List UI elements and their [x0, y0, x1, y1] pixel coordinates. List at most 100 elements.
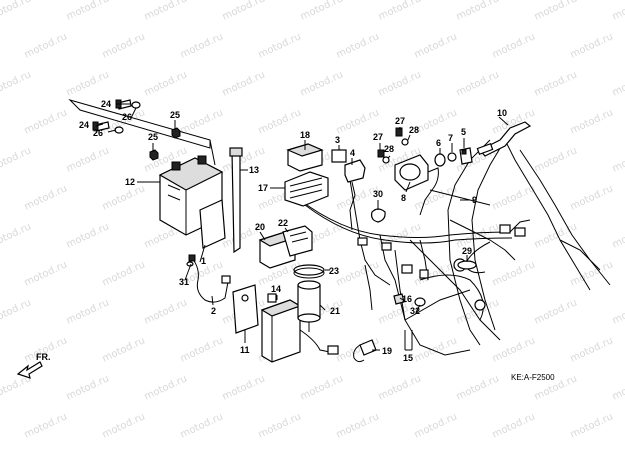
- callout-24b: 24: [79, 120, 89, 130]
- watermark-text: motod.ru: [455, 69, 501, 98]
- watermark-text: motod.ru: [611, 145, 625, 174]
- watermark-text: motod.ru: [101, 183, 147, 212]
- callout-9: 9: [472, 195, 477, 205]
- wire-harness: [299, 179, 531, 321]
- watermark-text: motod.ru: [0, 69, 33, 98]
- part-20-22: [258, 225, 313, 269]
- callout-11: 11: [240, 345, 250, 355]
- watermark-text: motod.ru: [611, 221, 625, 250]
- watermark-text: motod.ru: [101, 259, 147, 288]
- callout-21: 21: [330, 306, 340, 316]
- part-23: [293, 264, 325, 279]
- watermark-text: motod.ru: [455, 373, 501, 402]
- callout-20: 20: [255, 222, 265, 232]
- watermark-text: motod.ru: [533, 0, 579, 23]
- arrow-icon: [16, 361, 43, 379]
- watermark-text: motod.ru: [491, 335, 537, 364]
- watermark-text: motod.ru: [569, 107, 615, 136]
- callout-27b: 27: [373, 132, 383, 142]
- watermark-text: motod.ru: [179, 107, 225, 136]
- watermark-text: motod.ru: [335, 31, 381, 60]
- watermark-text: motod.ru: [455, 0, 501, 23]
- watermark-text: motod.ru: [569, 335, 615, 364]
- callout-28a: 28: [409, 125, 419, 135]
- watermark-text: motod.ru: [0, 0, 33, 23]
- watermark-text: motod.ru: [299, 0, 345, 23]
- callout-10: 10: [497, 108, 507, 118]
- watermark-text: motod.ru: [611, 373, 625, 402]
- watermark-text: motod.ru: [23, 411, 69, 440]
- part-19: [353, 339, 377, 363]
- callout-6: 6: [436, 138, 441, 148]
- watermark-text: motod.ru: [23, 183, 69, 212]
- callout-22: 22: [278, 218, 288, 228]
- watermark-text: motod.ru: [569, 31, 615, 60]
- watermark-text: motod.ru: [533, 69, 579, 98]
- watermark-text: motod.ru: [299, 69, 345, 98]
- watermark-text: motod.ru: [101, 411, 147, 440]
- callout-27a: 27: [395, 116, 405, 126]
- watermark-text: motod.ru: [143, 373, 189, 402]
- part-9: [429, 189, 491, 206]
- watermark-text: motod.ru: [143, 69, 189, 98]
- part-8: [394, 154, 439, 216]
- diagram-code: KE:A-F2500: [511, 373, 555, 382]
- watermark-text: motod.ru: [143, 297, 189, 326]
- watermark-text: motod.ru: [0, 221, 33, 250]
- part-11: [232, 284, 259, 334]
- watermark-text: motod.ru: [0, 297, 33, 326]
- watermark-text: motod.ru: [491, 411, 537, 440]
- watermark-text: motod.ru: [143, 0, 189, 23]
- watermark-text: motod.ru: [65, 373, 111, 402]
- watermark-text: motod.ru: [0, 145, 33, 174]
- part-13: [229, 147, 243, 254]
- watermark-text: motod.ru: [257, 31, 303, 60]
- watermark-text: motod.ru: [413, 183, 459, 212]
- part-17: [284, 171, 329, 207]
- callout-18: 18: [300, 130, 310, 140]
- watermark-text: motod.ru: [101, 31, 147, 60]
- watermark-text: motod.ru: [413, 411, 459, 440]
- watermark-text: motod.ru: [179, 31, 225, 60]
- watermark-text: motod.ru: [491, 183, 537, 212]
- callout-8: 8: [401, 193, 406, 203]
- watermark-text: motod.ru: [413, 335, 459, 364]
- callout-2: 2: [211, 306, 216, 316]
- part-10: [476, 121, 532, 157]
- watermark-text: motod.ru: [569, 183, 615, 212]
- watermark-text: motod.ru: [533, 297, 579, 326]
- callout-15: 15: [403, 353, 413, 363]
- watermark-text: motod.ru: [65, 145, 111, 174]
- callouts: 24 24 26 26 25 25 12 1 31 2 13 18 3 4 17…: [79, 99, 507, 363]
- callout-26a: 26: [122, 112, 132, 122]
- part-29: [457, 260, 477, 270]
- callout-7: 7: [448, 133, 453, 143]
- callout-14: 14: [271, 284, 281, 294]
- callout-32: 32: [410, 306, 420, 316]
- watermark-text: motod.ru: [611, 69, 625, 98]
- part-21: [297, 280, 321, 332]
- watermark-text: motod.ru: [491, 31, 537, 60]
- callout-3: 3: [335, 135, 340, 145]
- watermark-text: motod.ru: [533, 145, 579, 174]
- callout-19: 19: [382, 346, 392, 356]
- part-1: [199, 199, 226, 249]
- watermark-text: motod.ru: [221, 373, 267, 402]
- watermark-text: motod.ru: [65, 0, 111, 23]
- callout-29: 29: [462, 246, 472, 256]
- watermark-text: motod.ru: [65, 69, 111, 98]
- watermark-text: motod.ru: [23, 259, 69, 288]
- watermark-text: motod.ru: [377, 0, 423, 23]
- front-direction-indicator: FR.: [16, 352, 51, 379]
- callout-12: 12: [125, 177, 135, 187]
- watermark-text: motod.ru: [23, 31, 69, 60]
- watermark-text: motod.ru: [569, 259, 615, 288]
- leader-lines: [95, 103, 509, 351]
- watermark-text: motod.ru: [335, 411, 381, 440]
- watermark-text: motod.ru: [377, 373, 423, 402]
- watermark-text: motod.ru: [101, 335, 147, 364]
- callout-31: 31: [179, 277, 189, 287]
- watermark-text: motod.ru: [65, 221, 111, 250]
- watermark-text: motod.ru: [611, 297, 625, 326]
